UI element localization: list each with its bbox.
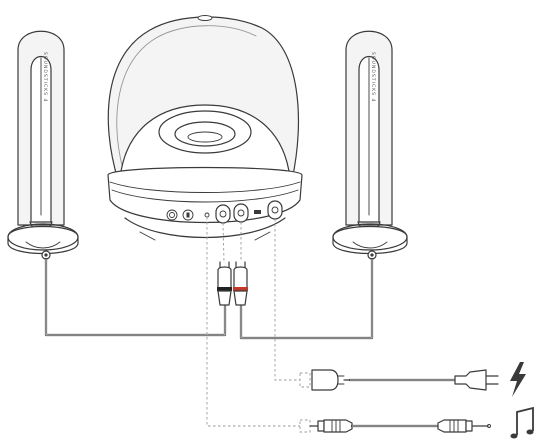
speaker-cable-right (239, 257, 374, 340)
subwoofer (107, 15, 303, 241)
music-note-icon (510, 406, 534, 439)
left-brand-label: SOUNDSTICKS 4 (42, 52, 48, 102)
right-brand-label: SOUNDSTICKS 4 (370, 52, 376, 102)
aux-cable (206, 217, 534, 439)
rca-plug-black (217, 261, 232, 306)
speaker-cable-left (44, 257, 227, 337)
right-satellite-speaker: SOUNDSTICKS 4 (332, 30, 408, 260)
power-lightning-icon (510, 362, 526, 397)
power-cable (274, 219, 526, 397)
left-satellite-speaker: SOUNDSTICKS 4 (7, 30, 79, 260)
rca-plug-red (233, 261, 248, 306)
